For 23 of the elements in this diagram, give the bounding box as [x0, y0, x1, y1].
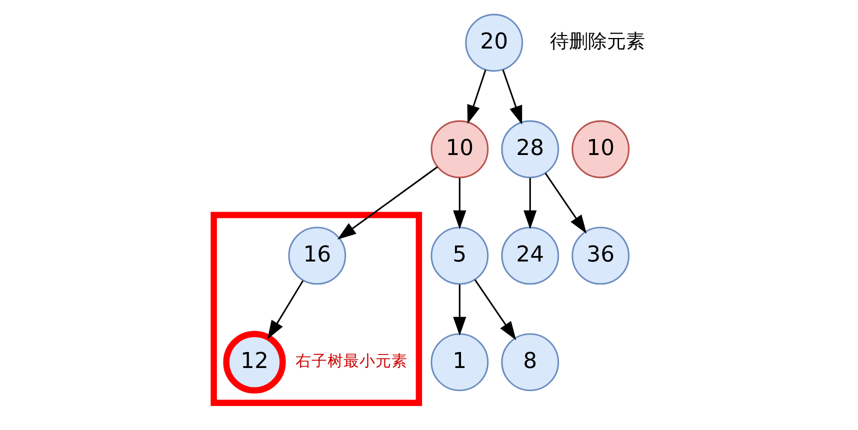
node-circle: 28 — [500, 120, 559, 178]
node-circle: 10 — [430, 120, 488, 178]
node-circle: 20 — [464, 14, 523, 72]
cluster — [210, 212, 422, 406]
arrow — [466, 70, 486, 124]
arrow — [523, 178, 536, 230]
arrow — [474, 279, 516, 340]
arrow — [452, 284, 466, 336]
node-circle: 5 — [430, 226, 488, 285]
node-circle: 8 — [500, 333, 559, 392]
node-circle: 12 — [222, 330, 286, 394]
node-circle: 10 — [571, 120, 630, 178]
arrow — [502, 70, 522, 125]
node-circle: 1 — [430, 333, 488, 392]
node-circle: 24 — [500, 226, 559, 285]
arrow — [452, 178, 466, 230]
node-circle: 16 — [288, 226, 346, 285]
node-circle: 36 — [571, 226, 630, 285]
arrow — [266, 280, 304, 340]
arrow — [544, 172, 586, 234]
arrow — [336, 166, 438, 240]
label: 待删除元素 — [549, 32, 644, 53]
node-label: 右子树最小元素 — [295, 351, 408, 370]
